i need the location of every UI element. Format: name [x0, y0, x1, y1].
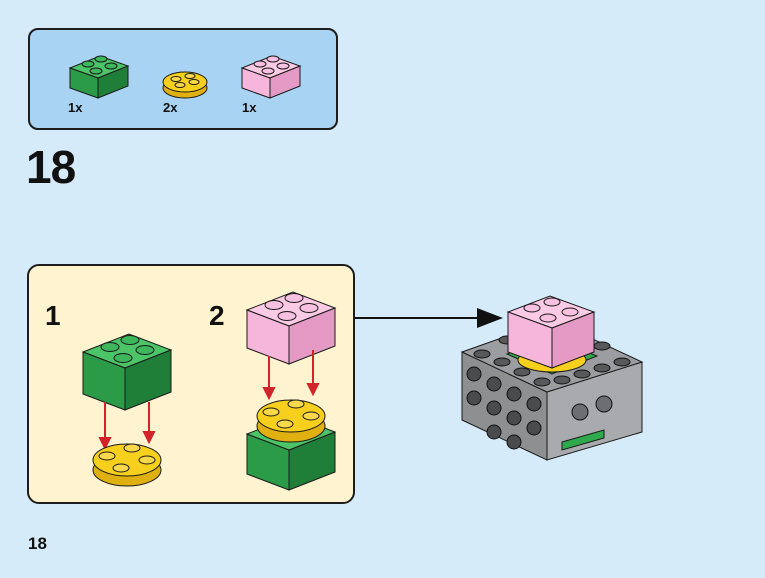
part-qty-green: 1x: [68, 100, 83, 115]
attach-arrow-icon: [355, 308, 503, 328]
pink-brick-2x2-icon: [240, 55, 302, 99]
page-number: 18: [28, 534, 47, 553]
yellow-round-plate-icon: [162, 71, 208, 99]
parts-list-callout: 1x 2x 1x: [28, 28, 338, 130]
green-brick-2x2-icon: [68, 55, 130, 99]
substep-number-1: 1: [45, 300, 61, 331]
substep-1-illustration: [81, 333, 173, 487]
step-number: 18: [26, 141, 76, 193]
substep-number-2: 2: [209, 300, 225, 331]
main-model-illustration: [460, 295, 644, 461]
part-qty-pink: 1x: [242, 100, 257, 115]
substep-2-illustration: [245, 291, 337, 491]
subassembly-callout: 1 2: [27, 264, 355, 504]
part-qty-yellow: 2x: [163, 100, 178, 115]
